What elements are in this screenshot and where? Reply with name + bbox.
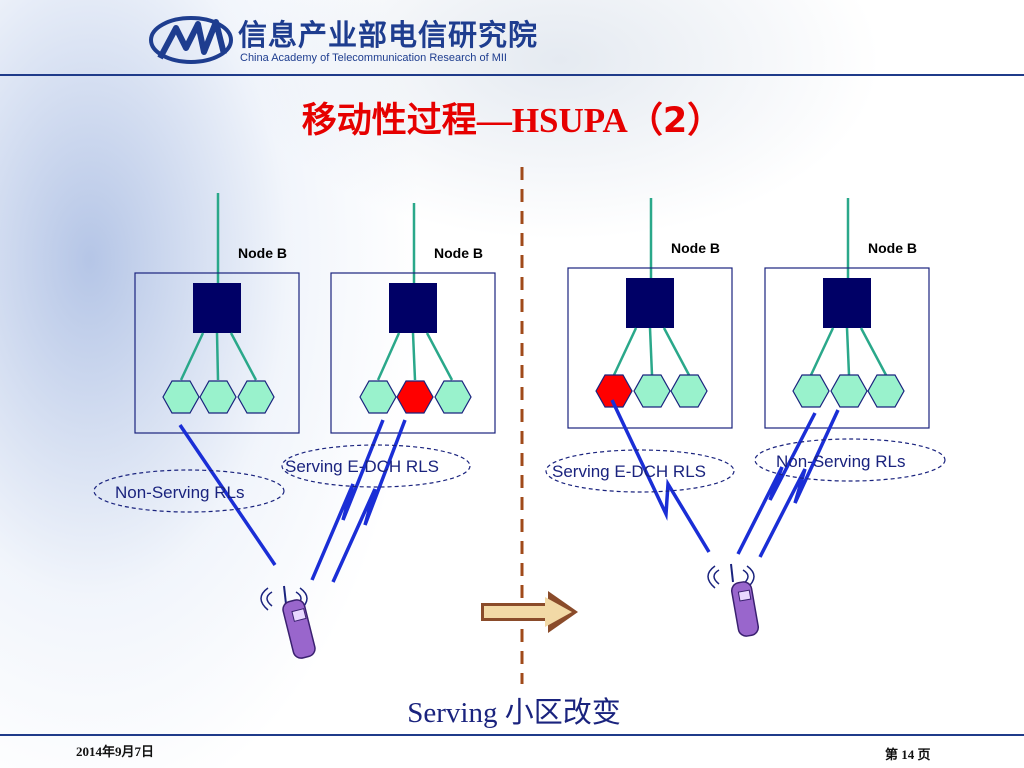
serving-rls-ellipse [281,444,471,488]
serving-cell-hex [595,374,633,408]
footer-page-number: 第 14 页 [885,744,931,763]
nodeb-core [626,278,674,328]
cell-hex [434,380,472,414]
nonserving-rls-ellipse [754,438,946,482]
mobile-phone-icon [707,563,760,637]
org-name-cn: 信息产业部电信研究院 [238,18,539,52]
title-paren: （2） [627,101,723,141]
nonserving-rls-label: Non-Serving RLs [776,452,905,471]
title-dash: — [476,101,512,140]
before-nodeb-left [134,193,300,434]
cell-hex [867,374,905,408]
nodeb-label: Node B [671,240,720,256]
slide-caption: Serving 小区改变 [407,697,621,729]
transition-arrow-icon [481,591,578,633]
radio-link [758,409,840,558]
after-nodeb-right [764,198,930,429]
page-label-after: 页 [917,747,931,762]
footer-divider [0,734,1024,736]
mobile-phone-icon [260,585,316,659]
cell-hex [670,374,708,408]
org-name-en: China Academy of Telecommunication Resea… [240,52,507,64]
before-nodeb-right [330,203,496,434]
nodeb-label: Node B [868,240,917,256]
cell-hex [237,380,275,414]
nonserving-rls-ellipse [93,469,285,513]
slide-title: 移动性过程—HSUPA（2） [0,92,1024,143]
nodeb-label: Node B [434,245,483,261]
cell-hex [830,374,868,408]
title-cn: 移动性过程 [301,101,477,141]
catr-logo-icon [149,16,233,64]
nodeb-label: Node B [238,245,287,261]
nonserving-rls-label: Non-Serving RLs [115,483,244,502]
after-nodeb-left [567,198,733,429]
footer-date: 2014年9月7日 [76,744,155,759]
cell-hex [792,374,830,408]
radio-link [610,399,711,553]
page-label-before: 第 [885,747,899,762]
radio-link [310,419,385,581]
cell-hex [199,380,237,414]
cell-hex [633,374,671,408]
cell-hex [162,380,200,414]
nodeb-core [193,283,241,333]
serving-rls-ellipse [545,449,735,493]
cell-hex [359,380,397,414]
title-latin: HSUPA [511,101,628,140]
nodeb-core [389,283,437,333]
page-number: 14 [901,747,915,762]
radio-link [736,412,817,555]
nodeb-core [823,278,871,328]
serving-rls-label: Serving E-DCH RLS [285,457,439,476]
serving-rls-label: Serving E-DCH RLS [552,462,706,481]
header-divider [0,74,1024,76]
radio-link [178,424,277,566]
radio-link [331,419,407,583]
serving-cell-hex [396,380,434,414]
